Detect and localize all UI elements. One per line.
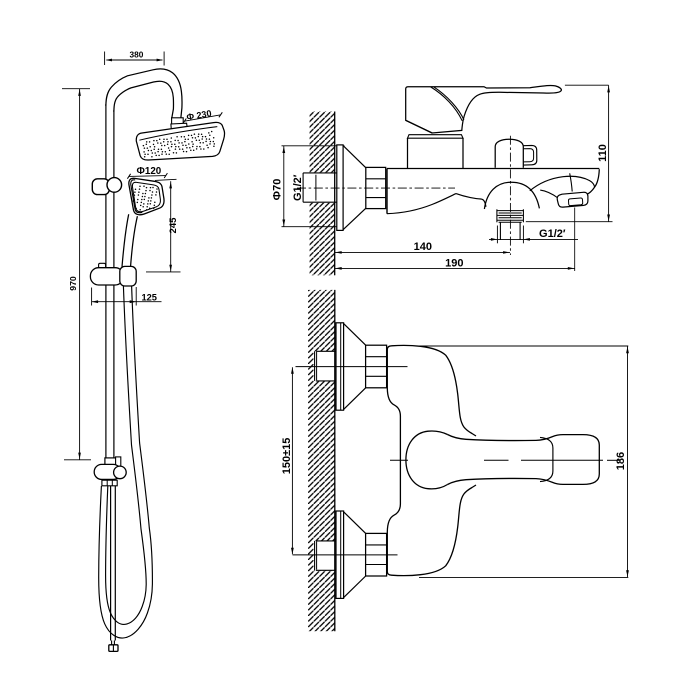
svg-text:186: 186 — [615, 452, 627, 470]
svg-text:G1/2′: G1/2′ — [292, 174, 304, 201]
svg-text:190: 190 — [445, 257, 463, 269]
svg-text:380: 380 — [129, 49, 143, 59]
svg-text:150±15: 150±15 — [281, 438, 293, 475]
svg-text:245: 245 — [168, 217, 179, 234]
svg-text:125: 125 — [141, 293, 157, 303]
svg-text:Ф70: Ф70 — [272, 179, 284, 201]
svg-text:110: 110 — [597, 144, 609, 162]
svg-text:Ф 230: Ф 230 — [186, 108, 213, 122]
svg-text:140: 140 — [414, 241, 432, 253]
svg-text:970: 970 — [68, 276, 78, 291]
svg-text:Ф120: Ф120 — [137, 166, 162, 177]
svg-text:G1/2′: G1/2′ — [539, 228, 566, 240]
